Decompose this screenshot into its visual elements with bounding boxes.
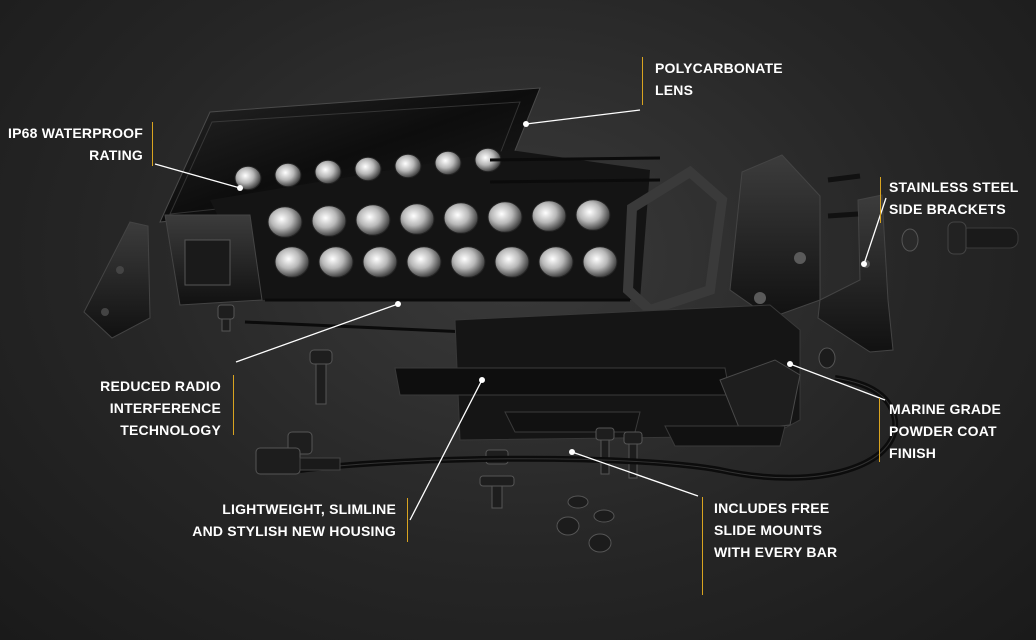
callout-line: POWDER COAT	[889, 423, 997, 439]
callout-line: LIGHTWEIGHT, SLIMLINE	[222, 501, 396, 517]
reflector-cup	[450, 246, 486, 278]
reflector-cup	[494, 246, 530, 278]
nuts	[556, 347, 836, 553]
mounts-rule	[702, 497, 703, 595]
callout-line: WITH EVERY BAR	[714, 544, 838, 560]
callout-slimline-housing: LIGHTWEIGHT, SLIMLINE AND STYLISH NEW HO…	[192, 498, 396, 542]
slide-mounts	[504, 411, 786, 447]
reflector-cup	[582, 246, 618, 278]
callout-line: MARINE GRADE	[889, 401, 1002, 417]
lens-rule	[642, 57, 643, 105]
reflector-cup	[443, 202, 479, 234]
callout-line: SIDE BRACKETS	[889, 201, 1006, 217]
gasket-frame	[622, 165, 728, 316]
reflector-cup	[274, 246, 310, 278]
callout-line: AND STYLISH NEW HOUSING	[192, 523, 396, 539]
callout-polycarbonate-lens: POLYCARBONATE LENS	[655, 57, 783, 101]
callout-line: LENS	[655, 82, 694, 98]
callout-reduced-radio-interference: REDUCED RADIO INTERFERENCE TECHNOLOGY	[100, 375, 221, 441]
callout-line: IP68 WATERPROOF	[8, 125, 143, 141]
callout-marine-grade-finish: MARINE GRADE POWDER COAT FINISH	[889, 398, 1001, 464]
heatsink-housing	[394, 304, 801, 441]
callout-line: REDUCED RADIO	[100, 378, 221, 394]
reflector-body	[210, 147, 650, 300]
reflector-cup	[487, 201, 523, 233]
reflector-cup	[531, 200, 567, 232]
leader-lines	[154, 109, 887, 521]
reflector-cup	[314, 159, 342, 185]
reflector-cup	[318, 246, 354, 278]
reflector-cup	[538, 246, 574, 278]
callout-waterproof-rating: IP68 WATERPROOF RATING	[8, 122, 143, 166]
reflector-cup	[434, 150, 462, 176]
reflector-cup	[394, 153, 422, 179]
callout-line: FINISH	[889, 445, 937, 461]
power-cable	[255, 375, 899, 481]
reflector-cup	[267, 206, 303, 238]
callout-line: INTERFERENCE	[109, 400, 221, 416]
left-end-cap	[164, 214, 263, 306]
housing-rule	[407, 498, 408, 542]
callout-line: SLIDE MOUNTS	[714, 522, 823, 538]
callout-line: STAINLESS STEEL	[889, 179, 1019, 195]
callout-stainless-steel-brackets: STAINLESS STEEL SIDE BRACKETS	[889, 176, 1019, 220]
reflector-cup	[234, 165, 262, 191]
reflector-cup	[362, 246, 398, 278]
reflector-cup	[311, 205, 347, 237]
reflector-cup	[274, 162, 302, 188]
callout-line: INCLUDES FREE	[714, 500, 830, 516]
reflector-cup	[399, 203, 435, 235]
marine-rule	[879, 398, 880, 462]
reflector-cup	[354, 156, 382, 182]
radio-rule	[233, 375, 234, 435]
callout-line: RATING	[89, 147, 143, 163]
reflector-cup	[406, 246, 442, 278]
rods	[244, 156, 661, 340]
right-bolt	[827, 173, 1019, 255]
leader-dots	[237, 121, 867, 455]
callout-line: TECHNOLOGY	[120, 422, 221, 438]
right-end-cap	[729, 154, 821, 319]
callout-free-slide-mounts: INCLUDES FREE SLIDE MOUNTS WITH EVERY BA…	[714, 497, 837, 563]
reflector-cup	[355, 204, 391, 236]
brackets-rule	[880, 177, 881, 223]
reflector-cup	[575, 199, 611, 231]
callout-line: POLYCARBONATE	[655, 60, 783, 76]
left-bracket	[83, 221, 151, 339]
waterproof-rule	[152, 122, 153, 166]
right-bracket	[817, 194, 894, 353]
